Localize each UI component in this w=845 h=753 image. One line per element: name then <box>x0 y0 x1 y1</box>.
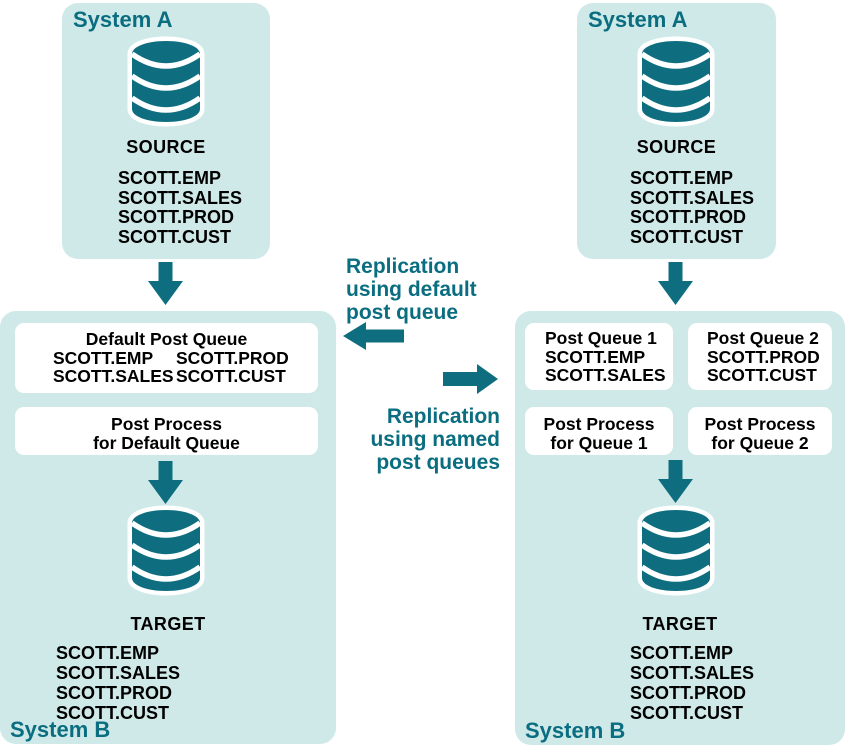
arrow-down-icon <box>148 262 183 305</box>
table-name: SCOTT.SALES <box>545 365 666 385</box>
post-process-line: Post Process <box>704 414 816 434</box>
arrow-down-icon <box>148 461 183 504</box>
arrow-down-icon <box>658 262 693 305</box>
post-process-queue-1-box: Post Process for Queue 1 <box>525 407 673 455</box>
panel-system-a-right: System A SOURCE SCOTT.EMP SCOTT.SALES SC… <box>577 3 776 259</box>
table-name: SCOTT.CUST <box>56 703 170 723</box>
post-process-line: for Queue 1 <box>550 433 648 453</box>
panel-system-b-right: Post Queue 1 SCOTT.EMP SCOTT.SALES Post … <box>515 311 845 745</box>
post-queue-1-box: Post Queue 1 SCOTT.EMP SCOTT.SALES <box>525 323 673 390</box>
database-icon <box>630 36 722 128</box>
table-name: SCOTT.EMP <box>56 643 160 663</box>
table-name: SCOTT.EMP <box>53 347 154 368</box>
table-name: SCOTT.CUST <box>630 703 744 723</box>
table-name: SCOTT.PROD <box>118 207 235 227</box>
system-b-left-title: System B <box>10 717 111 742</box>
table-name: SCOTT.PROD <box>630 683 747 703</box>
database-icon <box>630 505 722 597</box>
table-name: SCOTT.CUST <box>630 226 744 247</box>
system-a-left-title: System A <box>73 7 173 32</box>
panel-system-a-left: System A SOURCE SCOTT.EMP SCOTT.SALES SC… <box>62 3 270 259</box>
table-name: SCOTT.SALES <box>53 366 174 386</box>
table-name: SCOTT.SALES <box>56 663 181 683</box>
default-post-process-box: Post Process for Default Queue <box>15 407 318 455</box>
default-post-queue-title: Default Post Queue <box>85 329 248 349</box>
post-process-line: Post Process <box>111 414 222 434</box>
label-line: post queue <box>346 301 459 324</box>
target-table-list: SCOTT.EMP SCOTT.SALES SCOTT.PROD SCOTT.C… <box>56 643 180 723</box>
target-db-label: TARGET <box>130 614 206 634</box>
table-name: SCOTT.EMP <box>118 168 222 188</box>
panel-system-b-left: Default Post Queue SCOTT.EMP SCOTT.SALES… <box>0 311 336 744</box>
system-b-right-title: System B <box>525 718 626 743</box>
table-name: SCOTT.SALES <box>630 663 755 683</box>
table-name: SCOTT.SALES <box>118 187 243 208</box>
post-process-line: for Queue 2 <box>711 433 809 453</box>
post-process-line: Post Process <box>543 414 655 434</box>
table-name: SCOTT.PROD <box>707 346 820 367</box>
source-table-list: SCOTT.EMP SCOTT.SALES SCOTT.PROD SCOTT.C… <box>118 168 243 247</box>
table-name: SCOTT.PROD <box>56 683 173 703</box>
label-line: post queues <box>376 451 500 474</box>
arrow-down-icon <box>658 460 693 503</box>
replication-named-label: Replication using named post queues <box>350 405 500 474</box>
arrow-left-icon <box>343 322 404 350</box>
source-db-label: SOURCE <box>636 137 717 157</box>
post-process-line: for Default Queue <box>93 433 240 453</box>
post-process-queue-2-box: Post Process for Queue 2 <box>688 407 832 455</box>
system-a-right-title: System A <box>588 7 688 32</box>
post-queue-2-box: Post Queue 2 SCOTT.PROD SCOTT.CUST <box>688 323 832 390</box>
table-name: SCOTT.CUST <box>176 366 286 386</box>
table-name: SCOTT.SALES <box>630 187 755 208</box>
label-line: using named <box>370 428 500 451</box>
table-name: SCOTT.EMP <box>630 643 734 663</box>
label-line: Replication <box>386 405 500 428</box>
table-name: SCOTT.EMP <box>545 346 646 367</box>
database-icon <box>120 505 212 597</box>
label-line: Replication <box>346 255 460 278</box>
post-queue-2-title: Post Queue 2 <box>707 328 819 348</box>
default-post-queue-box: Default Post Queue SCOTT.EMP SCOTT.SALES… <box>15 323 318 393</box>
table-name: SCOTT.PROD <box>630 207 747 227</box>
database-icon <box>120 36 212 128</box>
table-name: SCOTT.CUST <box>118 226 232 247</box>
source-db-label: SOURCE <box>126 137 206 157</box>
table-name: SCOTT.PROD <box>176 347 289 368</box>
label-line: using default <box>346 278 477 301</box>
replication-default-label: Replication using default post queue <box>346 255 477 324</box>
table-name: SCOTT.CUST <box>707 365 817 385</box>
target-db-label: TARGET <box>642 614 718 634</box>
default-queue-tables: SCOTT.EMP SCOTT.SALES SCOTT.PROD SCOTT.C… <box>53 347 318 386</box>
target-table-list: SCOTT.EMP SCOTT.SALES SCOTT.PROD SCOTT.C… <box>630 643 754 723</box>
post-queue-1-title: Post Queue 1 <box>545 328 657 348</box>
arrow-right-icon <box>443 364 498 394</box>
table-name: SCOTT.EMP <box>630 168 734 188</box>
source-table-list: SCOTT.EMP SCOTT.SALES SCOTT.PROD SCOTT.C… <box>630 168 755 247</box>
